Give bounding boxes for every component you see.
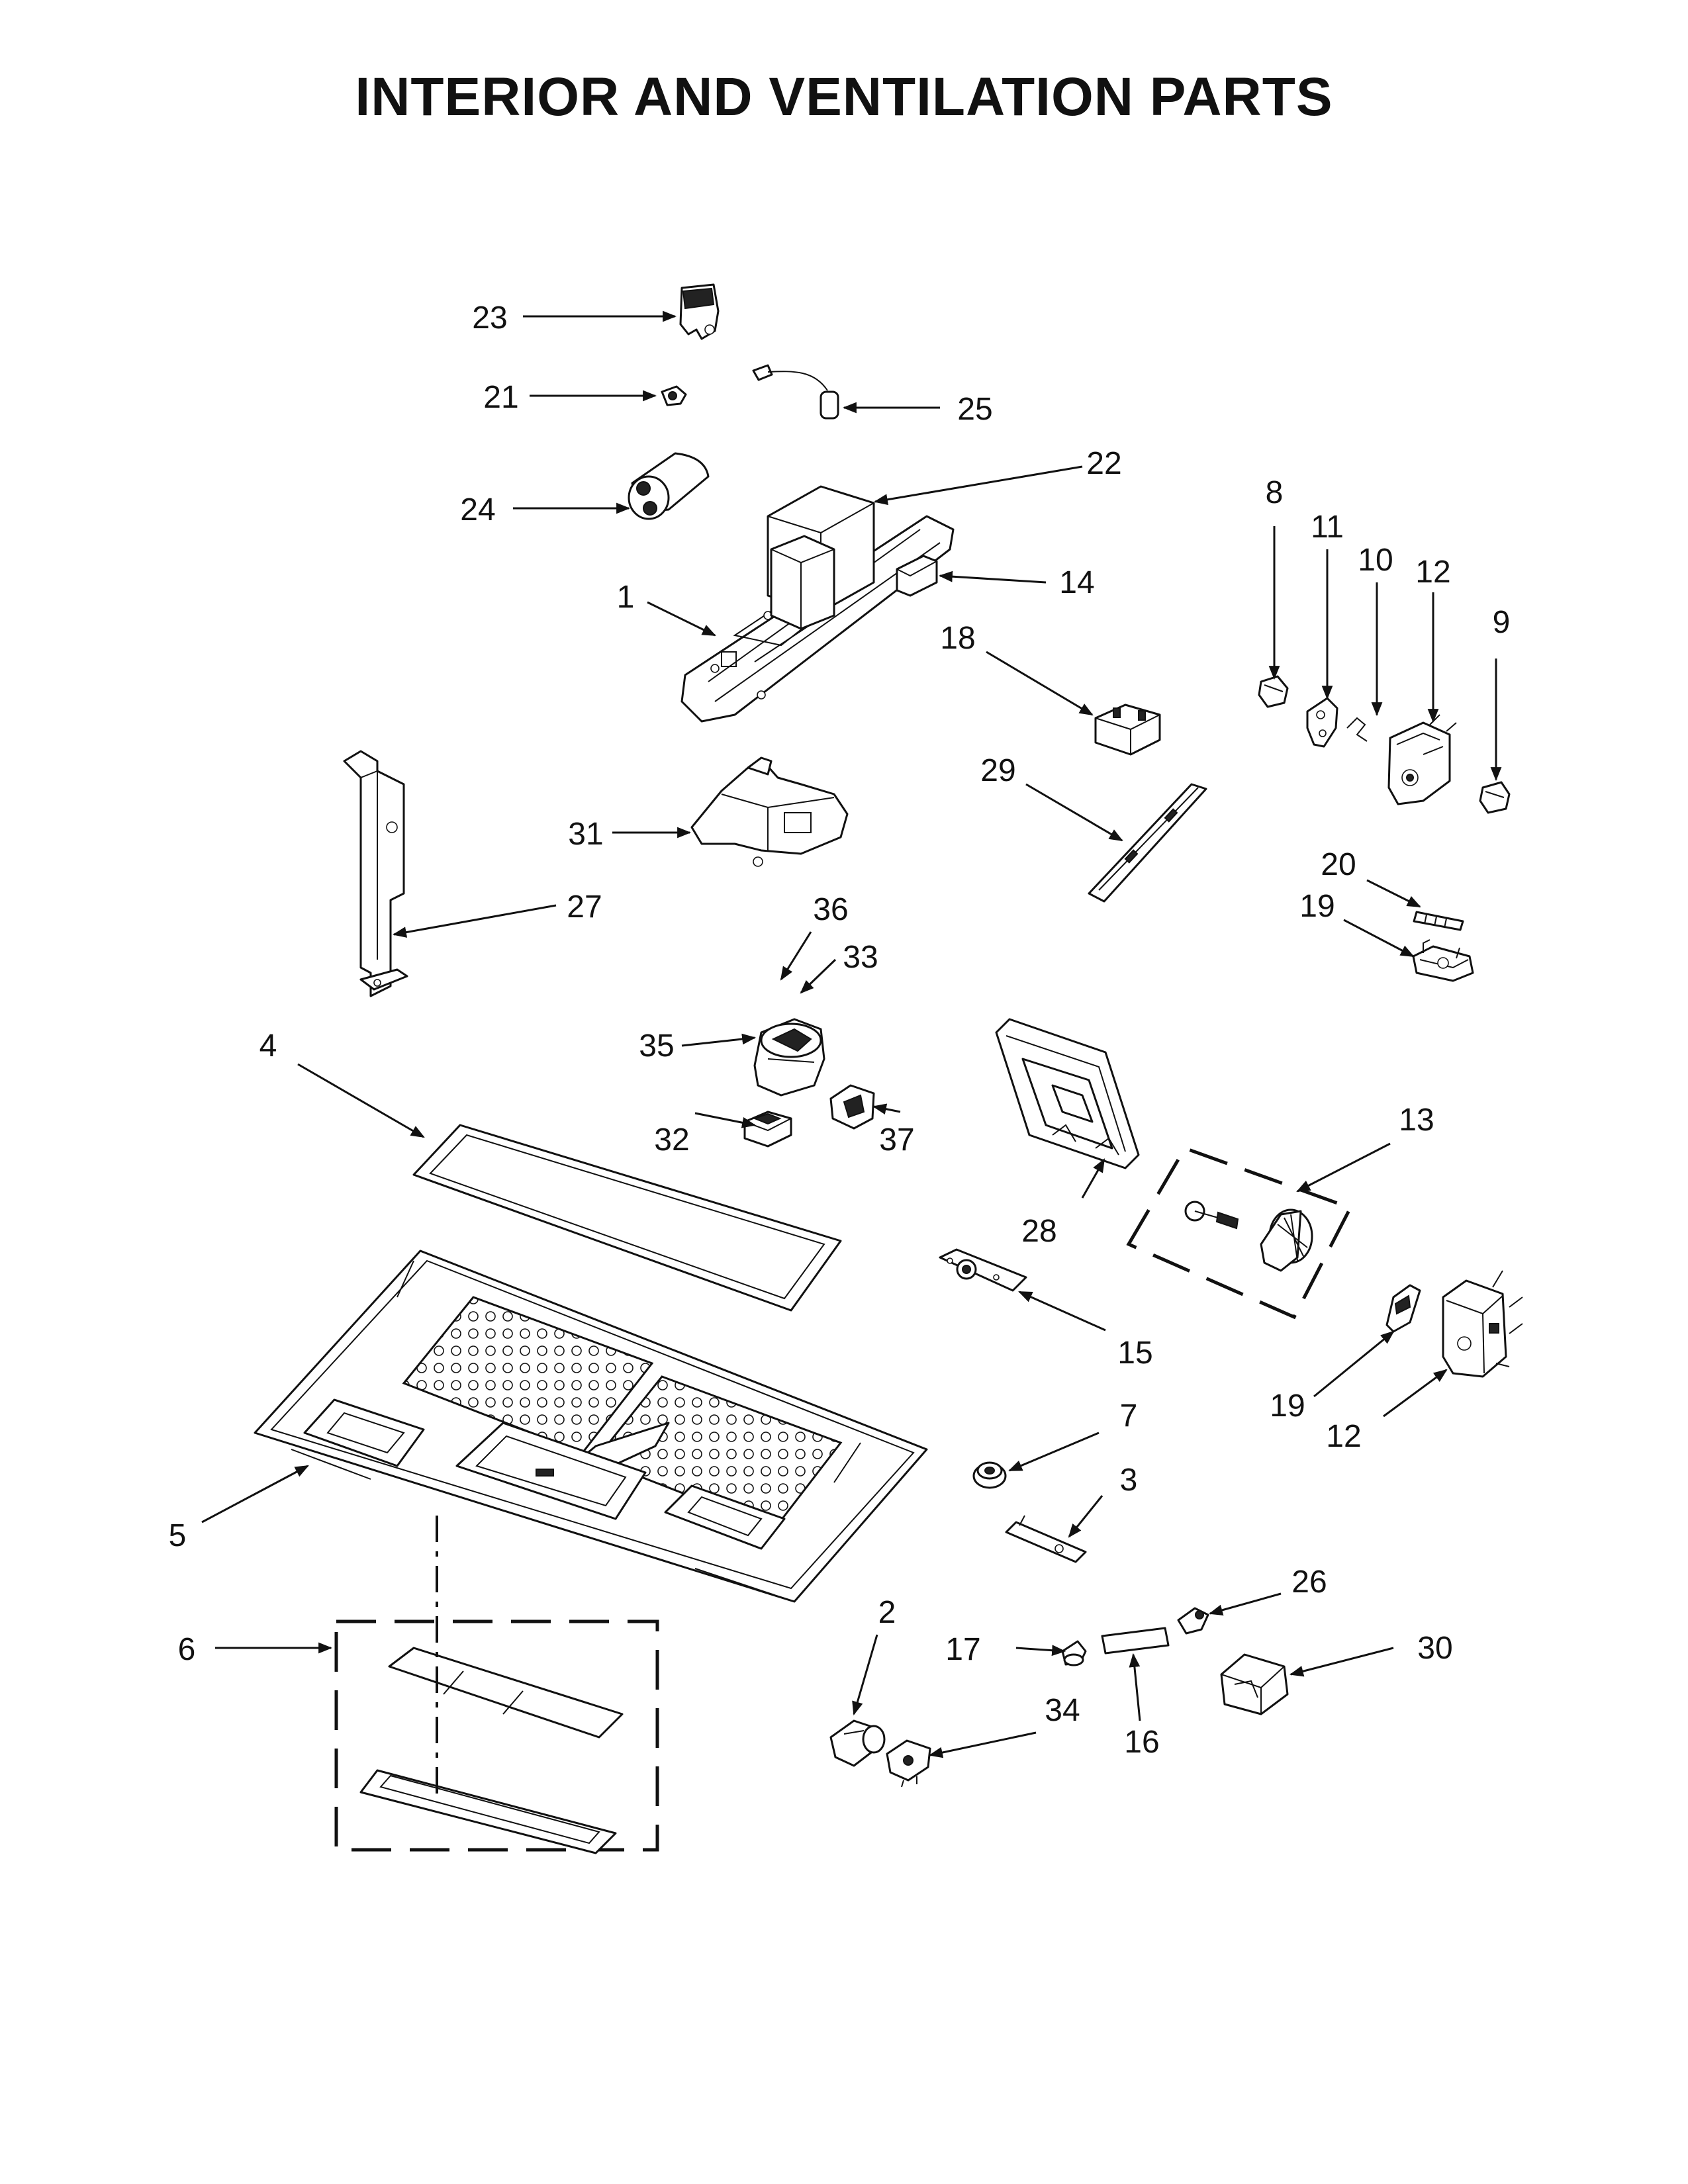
callout-32: 31	[568, 817, 603, 852]
callout-33: 32	[654, 1122, 689, 1158]
part-32-drawing	[690, 756, 849, 867]
part-38-drawing	[829, 1084, 875, 1130]
callout-15: 15	[1117, 1336, 1152, 1371]
callout-6: 6	[178, 1632, 196, 1667]
callout-36: 35	[639, 1028, 674, 1064]
callout-25: 24	[460, 492, 495, 527]
part-20-drawing	[1412, 939, 1474, 982]
callout-20: 19	[1299, 889, 1335, 924]
callout-17: 17	[945, 1632, 980, 1667]
callout-23: 22	[1086, 446, 1121, 481]
callout-26: 25	[957, 392, 992, 427]
part-13-group-drawing	[1126, 1146, 1353, 1320]
part-3-drawing	[1005, 1515, 1087, 1563]
part-27-drawing	[1177, 1607, 1209, 1635]
callout-12-bottom: 12	[1326, 1419, 1361, 1454]
part-21-drawing	[1413, 911, 1464, 931]
part-4-drawing	[412, 1124, 842, 1312]
callout-8: 8	[1266, 475, 1284, 510]
callout-7: 7	[1120, 1398, 1138, 1433]
part-25-drawing	[628, 452, 710, 520]
part-6-group-drawing	[334, 1619, 659, 1854]
part-8-drawing	[1258, 675, 1289, 708]
callout-37: 36	[813, 892, 848, 927]
part-35-drawing	[886, 1739, 931, 1788]
part-17-drawing	[1061, 1640, 1087, 1666]
callout-38: 37	[879, 1122, 914, 1158]
part-9-drawing	[1479, 781, 1511, 814]
part-5-panel-drawing	[254, 1250, 928, 1603]
part-7-drawing	[972, 1461, 1007, 1489]
part-33-drawing	[743, 1111, 792, 1148]
part-30-drawing	[1088, 783, 1207, 903]
part-11-drawing	[1306, 697, 1338, 748]
callout-30: 29	[980, 753, 1015, 788]
page-title: INTERIOR AND VENTILATION PARTS	[355, 67, 1333, 127]
callout-16: 16	[1124, 1725, 1159, 1760]
callout-labels: 23 21 25 22 24 1 14 18 8 11 10 12 9 29 3…	[169, 300, 1511, 1760]
part-16-drawing	[1101, 1627, 1170, 1655]
callout-2: 2	[878, 1595, 896, 1630]
callout-22: 21	[483, 380, 518, 415]
callout-4: 4	[259, 1028, 277, 1064]
part-2-drawing	[829, 1719, 886, 1767]
callout-10: 10	[1358, 543, 1393, 578]
part-12-top-drawing	[1387, 714, 1457, 805]
callout-12-top: 12	[1415, 555, 1450, 590]
part-14-drawing	[896, 555, 938, 597]
callout-27: 26	[1291, 1565, 1327, 1600]
callout-19: 19	[1270, 1388, 1305, 1424]
callout-11: 11	[1311, 510, 1344, 545]
part-26-drawing	[752, 364, 839, 420]
part-18-drawing	[1094, 704, 1161, 756]
callout-21: 20	[1321, 847, 1356, 882]
part-28-drawing	[343, 750, 408, 997]
callout-31: 30	[1417, 1631, 1452, 1666]
callout-1: 1	[617, 580, 635, 615]
callout-29: 28	[1021, 1214, 1056, 1249]
callout-24: 23	[472, 300, 507, 336]
leader-lines	[201, 310, 1502, 1758]
callout-13: 13	[1399, 1103, 1434, 1138]
callout-3: 3	[1120, 1463, 1138, 1498]
callout-5: 5	[169, 1518, 187, 1553]
part-15-drawing	[939, 1248, 1027, 1292]
callout-9: 9	[1493, 605, 1511, 640]
callout-34: 33	[843, 940, 878, 975]
part-12-bottom-drawing	[1442, 1270, 1523, 1378]
callout-14: 14	[1059, 565, 1094, 600]
part-36-motor-drawing	[753, 1018, 825, 1097]
part-29-drawing	[995, 1018, 1140, 1169]
part-23-transformer-drawing	[767, 485, 875, 630]
part-19-drawing	[1385, 1284, 1421, 1333]
callout-28: 27	[567, 889, 602, 925]
part-31-drawing	[1220, 1653, 1289, 1715]
part-22-drawing	[661, 385, 687, 406]
part-10-drawing	[1346, 717, 1368, 742]
callout-18: 18	[940, 621, 975, 656]
part-24-drawing	[679, 283, 720, 340]
callout-35: 34	[1045, 1693, 1080, 1728]
